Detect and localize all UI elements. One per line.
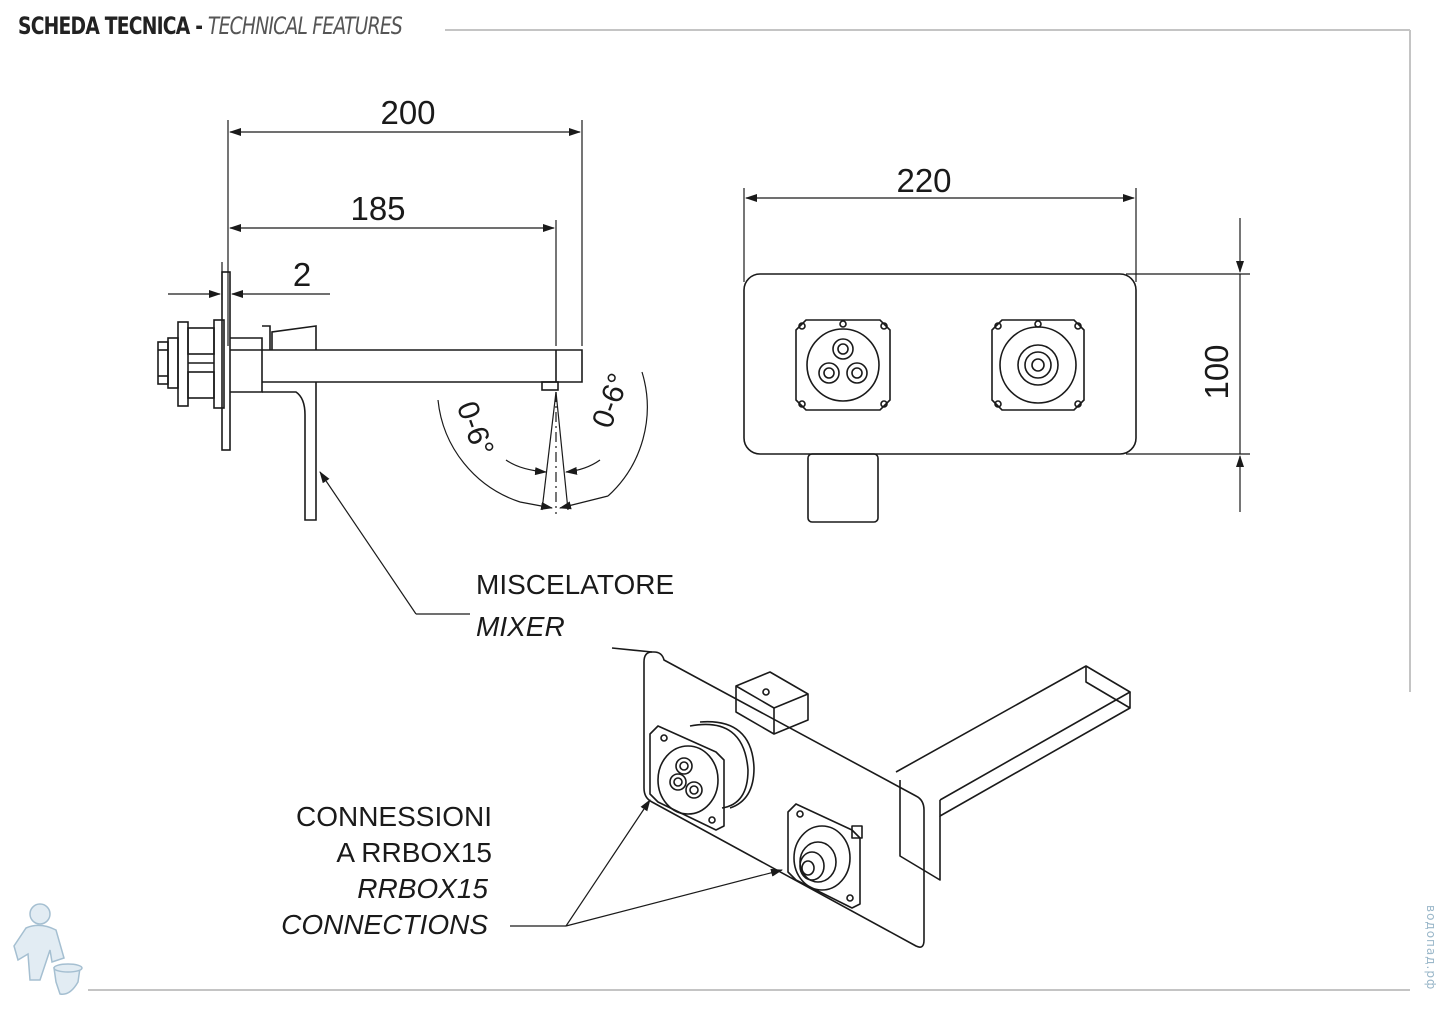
isometric-view <box>611 647 1131 948</box>
page-frame <box>88 29 1411 991</box>
connections-leader <box>510 799 783 927</box>
title-sub: TECHNICAL FEATURES <box>207 12 403 40</box>
tilt-angle-right: 0-6° <box>586 369 636 432</box>
mixer-label-it: MISCELATORE <box>476 569 674 600</box>
title-main: SCHEDA TECNICA <box>18 12 190 40</box>
dim-plate-thickness: 2 <box>293 256 311 293</box>
connections-label-it-1: CONNESSIONI <box>296 801 492 832</box>
page-title: SCHEDA TECNICA - TECHNICAL FEATURES <box>18 12 403 40</box>
dim-spout-length: 185 <box>350 190 405 227</box>
tilt-angle-left: 0-6° <box>450 397 500 460</box>
dim-plate-width: 220 <box>896 162 951 199</box>
side-view <box>157 271 583 521</box>
cartridge-3-way <box>795 319 891 411</box>
connections-label-en-2: CONNECTIONS <box>281 909 488 940</box>
mixer-leader <box>319 471 470 615</box>
side-view-dimensions <box>168 120 648 514</box>
mixer-label-en: MIXER <box>476 611 565 642</box>
connections-label-en-1: RRBOX15 <box>357 873 488 904</box>
cartridge-single <box>991 319 1085 411</box>
watermark: водопад.рф <box>1424 905 1438 991</box>
dim-total-length: 200 <box>380 94 435 131</box>
front-view <box>743 273 1137 523</box>
connections-label-it-2: A RRBOX15 <box>336 837 492 868</box>
dim-plate-height: 100 <box>1198 344 1235 399</box>
plumber-mascot-icon <box>13 903 83 995</box>
front-view-dimensions <box>743 188 1250 512</box>
